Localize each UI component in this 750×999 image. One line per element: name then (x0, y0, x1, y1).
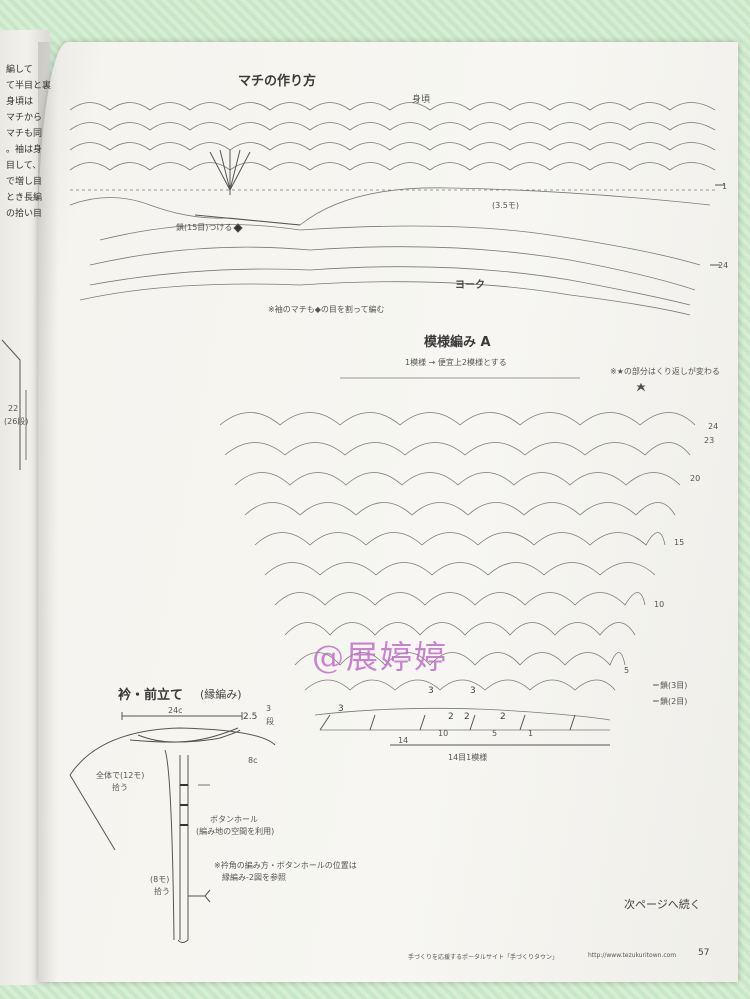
side-dim-label: 22 (8, 404, 19, 413)
collar-pickup: 全体で(12モ) (96, 771, 145, 780)
buttonhole-label: ボタンホール (210, 815, 258, 824)
collar-note: ※衿角の編み方・ボタンホールの位置は (214, 861, 357, 870)
row-number: 1 (722, 182, 728, 191)
left-text-line: マチも同 (6, 129, 43, 139)
gusset-title: マチの作り方 (238, 74, 317, 89)
dim-8c: 8c (248, 756, 258, 765)
buttonhole-note: (編み地の空間を利用) (196, 827, 275, 836)
front-pickup-2: 拾う (154, 887, 170, 896)
collar-pickup-2: 拾う (112, 783, 128, 792)
stitch-count: 2 (500, 712, 506, 722)
bottom-count: 14 (398, 736, 409, 745)
left-text-line: で増し目 (6, 177, 43, 187)
dim-24c: 24c (168, 706, 183, 715)
bottom-count: 5 (492, 729, 498, 738)
row-number: 23 (704, 436, 715, 445)
row-number: 10 (654, 600, 665, 609)
footer-url: http://www.tezukuritown.com (588, 952, 677, 959)
watermark: @展婷婷 (312, 638, 449, 676)
row-number: 24 (718, 261, 729, 270)
left-text-line: マチから (6, 113, 43, 123)
stitch-count: 2 (448, 712, 454, 722)
gusset-lace-chart (69, 102, 725, 316)
bottom-count: 1 (528, 729, 534, 738)
dim-2-5: 2.5 (243, 712, 258, 722)
row-number: 20 (690, 474, 701, 483)
side-dimension-diagram (1, 339, 27, 470)
footer-text: 手づくりを応援するポータルサイト「手づくりタウン」 (408, 954, 559, 961)
sleeve-note: ※袖のマチも◆の目を割って編む (268, 305, 385, 314)
page-number: 57 (698, 948, 710, 958)
legend-chain-3: ＝鎖(3目) (652, 681, 688, 690)
left-text-line: て半目と裏 (6, 81, 52, 91)
left-text-line: 。袖は身 (6, 145, 43, 155)
book-page (38, 42, 738, 982)
repeat-note: 1模様 → 便宜上2模様とする (405, 358, 507, 367)
pattern-a-title: 模様編み A (424, 335, 491, 350)
star-note: ※★の部分はくり返しが変わる (610, 367, 720, 376)
next-page-label: 次ページへ続く (624, 898, 701, 911)
pattern-a-lace-chart (219, 377, 696, 746)
collar-note-2: 縁編み-2図を参照 (222, 873, 286, 882)
row-number: 5 (624, 666, 630, 675)
collar-title: 衿・前立て (118, 688, 184, 703)
left-page-text: 編して て半目と裏 身頃は マチから マチも同 。袖は身 目して、 で増し目 と… (6, 62, 51, 222)
page-gutter (38, 42, 58, 982)
dim-3: 3 (266, 704, 272, 713)
collar-diagram (69, 712, 276, 943)
stitch-count: 3 (338, 704, 344, 714)
yoke-label: ヨーク (455, 280, 485, 291)
repeat-bottom-label: 14目1模様 (448, 753, 488, 762)
left-text-line: 目して、 (6, 161, 42, 171)
row-number: 15 (674, 538, 685, 547)
front-pickup: (8モ) (150, 875, 170, 884)
dim-3-unit: 段 (266, 717, 274, 726)
left-text-line: 編して (6, 65, 33, 75)
row-number: 24 (708, 422, 719, 431)
side-dim-rows: (26段) (4, 417, 29, 426)
stitch-count: 2 (464, 712, 470, 722)
legend-chain-2: ＝鎖(2目) (652, 697, 688, 706)
chain-label: 鎖(15目)つける (176, 223, 233, 232)
stitch-count: 3 (428, 686, 434, 696)
bottom-count: 10 (438, 729, 449, 738)
left-text-line: 身頃は (6, 97, 34, 107)
width-label: (3.5モ) (492, 201, 519, 210)
collar-subtitle: (縁編み) (200, 688, 242, 701)
stitch-count: 3 (470, 686, 476, 696)
left-text-line: とき長編 (6, 193, 43, 203)
left-text-line: の拾い目 (6, 209, 43, 219)
body-label: 身頃 (412, 95, 431, 105)
